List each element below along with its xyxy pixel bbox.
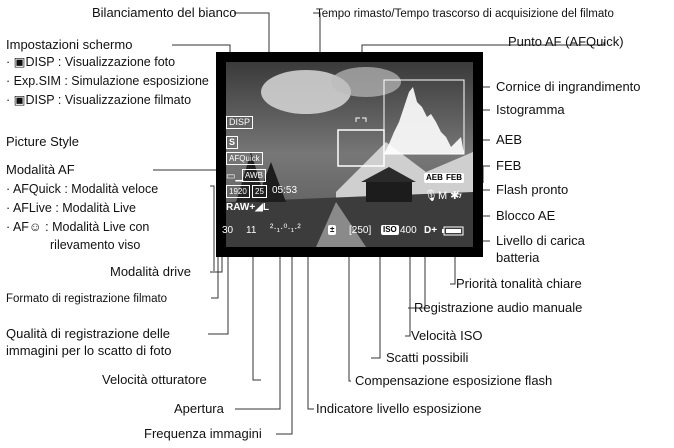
- label-af-point: Punto AF (AFQuick): [508, 34, 624, 49]
- flash-comp-icon: ±: [328, 225, 337, 235]
- osd-drive-icon: ▭▁: [226, 171, 244, 182]
- osd-disp: DISP: [226, 116, 254, 129]
- magnify-frame: [337, 129, 385, 167]
- osd-aeb: AEB: [424, 173, 445, 183]
- label-magnify-frame: Cornice di ingrandimento: [496, 79, 641, 94]
- label-af-mode: Modalità AF: [6, 162, 75, 177]
- label-exposure-level: Indicatore livello esposizione: [316, 401, 482, 416]
- label-af-quick: · AFQuick : Modalità veloce: [6, 182, 159, 196]
- label-af-live: · AFLive : Modalità Live: [6, 201, 136, 215]
- osd-af-quick: AFQuick: [226, 152, 263, 165]
- label-af-face-1: · AF☺ : Modalità Live con: [6, 220, 150, 234]
- flash-ready-icon: ϟ: [456, 189, 462, 201]
- osd-shots: [250]: [349, 225, 372, 236]
- osd-awb: AWB: [242, 169, 266, 182]
- label-shots-possible: Scatti possibili: [386, 350, 469, 365]
- osd-audio-ae-lock: 🎙M ✱: [424, 190, 460, 202]
- label-histogram: Istogramma: [496, 102, 565, 117]
- label-aperture: Apertura: [174, 401, 224, 416]
- label-aeb: AEB: [496, 132, 523, 147]
- osd-picture-style: S: [226, 136, 239, 149]
- osd-shutter: 30: [222, 225, 234, 236]
- label-white-balance: Bilanciamento del bianco: [92, 5, 237, 20]
- label-movie-display: · ▣DISP : Visualizzazione filmato: [6, 93, 192, 107]
- label-battery-1: Livello di carica: [496, 233, 585, 248]
- label-picture-style: Picture Style: [6, 134, 79, 149]
- label-af-face-2: rilevamento viso: [50, 238, 141, 252]
- label-iso-speed: Velocità ISO: [411, 328, 483, 343]
- battery-icon: [442, 226, 464, 239]
- label-feb: FEB: [496, 158, 522, 173]
- label-quality-2: immagini per lo scatto di foto: [6, 343, 172, 358]
- scene-image: [226, 62, 473, 247]
- af-point: [355, 117, 367, 122]
- label-movie-format: Formato di registrazione filmato: [6, 293, 168, 305]
- label-quality-1: Qualità di registrazione delle: [6, 326, 171, 341]
- lcd-screen: DISP S AFQuick ▭▁ AWB 1920 25 05:53 RAW+…: [216, 52, 483, 257]
- osd-highlight-priority: D+: [424, 225, 438, 236]
- osd-iso-label: ISO: [381, 225, 399, 235]
- osd-aperture: 11: [246, 225, 257, 236]
- osd-quality: RAW+◢L: [226, 202, 269, 213]
- osd-feb: FEB: [444, 173, 464, 183]
- histogram-graphic: [383, 79, 465, 155]
- label-frame-rate: Frequenza immagini: [144, 426, 262, 441]
- label-flash-ready: Flash pronto: [496, 182, 569, 197]
- osd-resolution: 1920: [226, 185, 250, 198]
- osd-iso: 400: [400, 225, 417, 236]
- label-remaining-time: Tempo rimasto/Tempo trascorso di acquisi…: [316, 8, 614, 20]
- label-exposure-sim: · Exp.SIM : Simulazione esposizione: [6, 74, 209, 88]
- label-manual-audio: Registrazione audio manuale: [414, 300, 583, 315]
- label-highlight-priority: Priorità tonalità chiare: [456, 276, 582, 291]
- label-ae-lock: Blocco AE: [496, 208, 556, 223]
- label-drive-mode: Modalità drive: [110, 264, 191, 279]
- osd-exposure-scale: ²·₁·⁰·₁·²: [270, 223, 301, 234]
- label-flash-comp: Compensazione esposizione flash: [355, 373, 553, 388]
- osd-time: 05:53: [272, 185, 298, 196]
- label-photo-display: · ▣DISP : Visualizzazione foto: [6, 55, 176, 69]
- label-screen-settings: Impostazioni schermo: [6, 37, 133, 52]
- label-battery-2: batteria: [496, 250, 540, 265]
- label-shutter-speed: Velocità otturatore: [102, 372, 207, 387]
- osd-fps: 25: [252, 185, 267, 198]
